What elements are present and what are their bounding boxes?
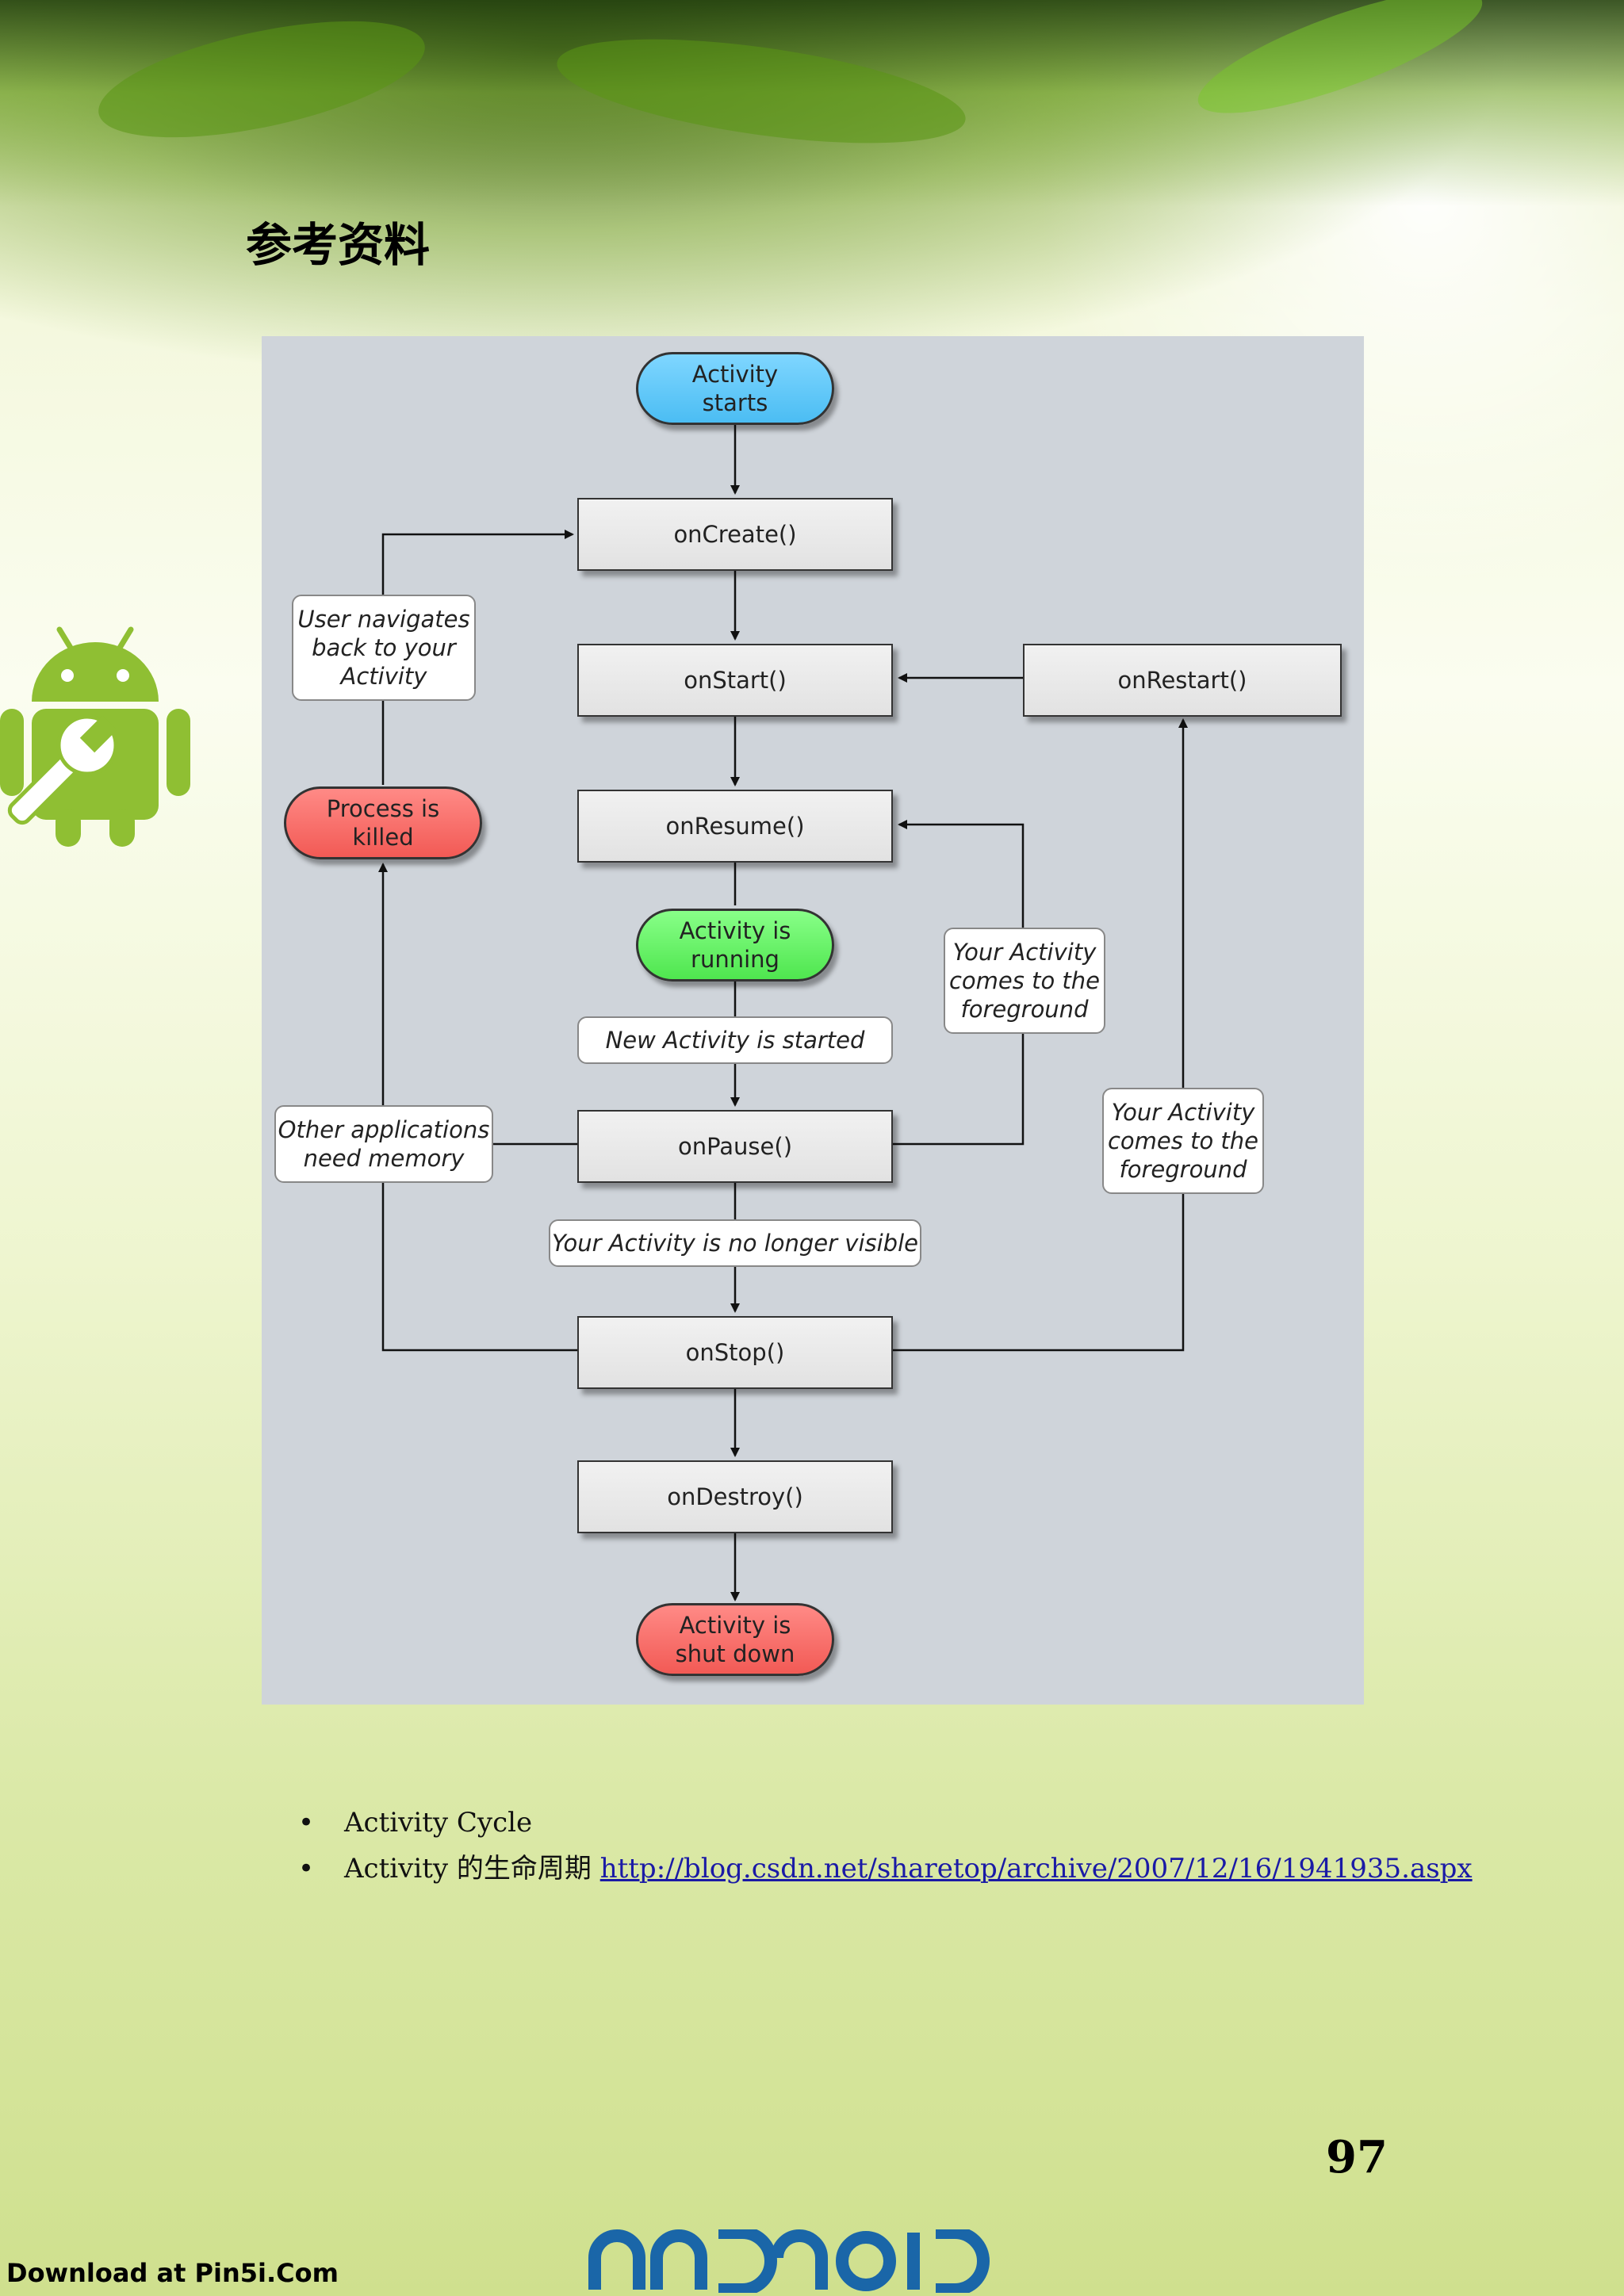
activity-shut-down-node: Activity is shut down (636, 1603, 834, 1676)
on-restart-node: onRestart() (1023, 644, 1342, 717)
user-navigates-back-note: User navigates back to your Activity (292, 595, 476, 701)
activity-starts-node: Activity starts (636, 352, 834, 425)
activity-running-node: Activity is running (636, 909, 834, 982)
bullet-icon: • (298, 1807, 315, 1839)
android-robot-wrench-icon (0, 626, 190, 847)
comes-to-foreground-note: Your Activity comes to the foreground (944, 928, 1105, 1034)
other-apps-need-memory-note: Other applications need memory (274, 1105, 493, 1183)
bullet-icon: • (298, 1853, 315, 1885)
page-title: 参考资料 (246, 218, 431, 272)
on-create-node: onCreate() (577, 498, 893, 571)
comes-to-foreground-note: Your Activity comes to the foreground (1102, 1088, 1264, 1194)
list-item: • Activity 的生命周期 http://blog.csdn.net/sh… (293, 1846, 1473, 1892)
on-pause-node: onPause() (577, 1110, 893, 1183)
on-destroy-node: onDestroy() (577, 1460, 893, 1533)
list-item-text: Activity Cycle (344, 1807, 533, 1839)
reference-link[interactable]: http://blog.csdn.net/sharetop/archive/20… (599, 1853, 1473, 1885)
on-resume-node: onResume() (577, 790, 893, 863)
list-item-text: Activity 的生命周期 (344, 1853, 600, 1885)
on-stop-node: onStop() (577, 1316, 893, 1389)
reference-list: • Activity Cycle • Activity 的生命周期 http:/… (293, 1800, 1473, 1892)
page-number: 97 (1326, 2131, 1388, 2183)
on-start-node: onStart() (577, 644, 893, 717)
edge-killed-to-create (381, 530, 574, 785)
no-longer-visible-note: Your Activity is no longer visible (549, 1219, 921, 1267)
download-note: Download at Pin5i.Com (6, 2258, 339, 2288)
edge-stop-to-restart (893, 718, 1188, 1352)
edge-stop-to-killed (378, 863, 577, 1352)
new-activity-started-note: New Activity is started (577, 1016, 893, 1064)
android-wordmark-logo (588, 2229, 990, 2293)
process-killed-node: Process is killed (284, 786, 482, 859)
list-item: • Activity Cycle (293, 1800, 1473, 1846)
activity-lifecycle-diagram: Activity starts onCreate() onStart() onR… (262, 336, 1364, 1705)
